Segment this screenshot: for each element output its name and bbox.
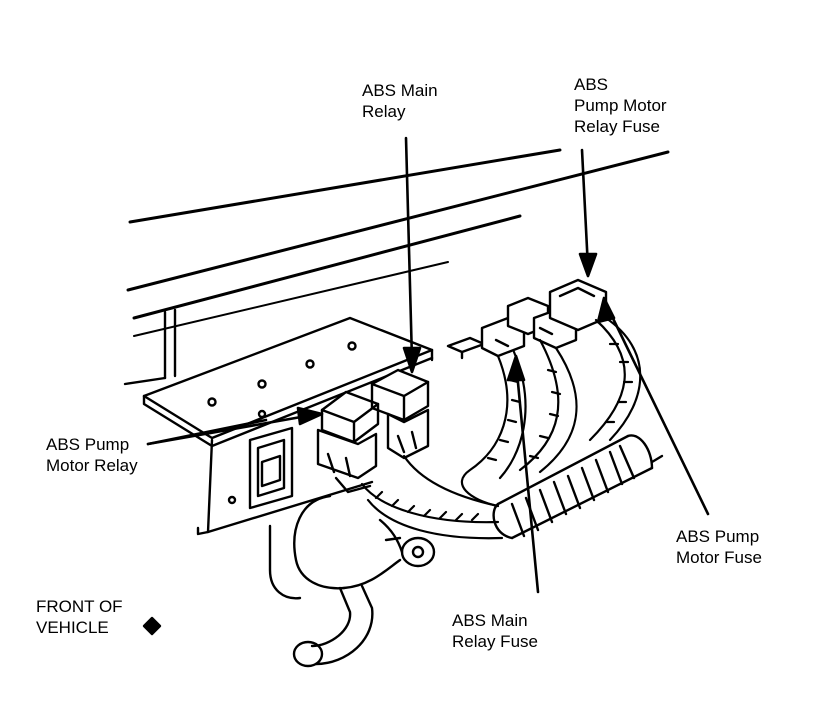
corrugated-conduit	[492, 434, 664, 540]
fuse-blocks	[446, 278, 608, 360]
mounting-bracket	[142, 316, 434, 536]
lower-pipes	[268, 494, 436, 668]
label-abs-main-relay-fuse: ABS Main Relay Fuse	[452, 611, 538, 651]
front-direction-icon	[142, 616, 162, 636]
label-front-of-vehicle: FRONT OF VEHICLE	[36, 597, 123, 637]
label-abs-pump-motor-relay: ABS Pump Motor Relay	[46, 435, 138, 475]
main-relay-shape	[370, 368, 430, 460]
label-abs-pump-motor-relay-fuse: ABS Pump Motor Relay Fuse	[574, 75, 667, 136]
label-abs-main-relay: ABS Main Relay	[362, 81, 438, 121]
pump-motor-relay-shape	[316, 390, 380, 494]
leader-lines	[146, 136, 710, 594]
label-abs-pump-motor-fuse: ABS Pump Motor Fuse	[676, 527, 762, 567]
frame-rails	[123, 148, 670, 386]
